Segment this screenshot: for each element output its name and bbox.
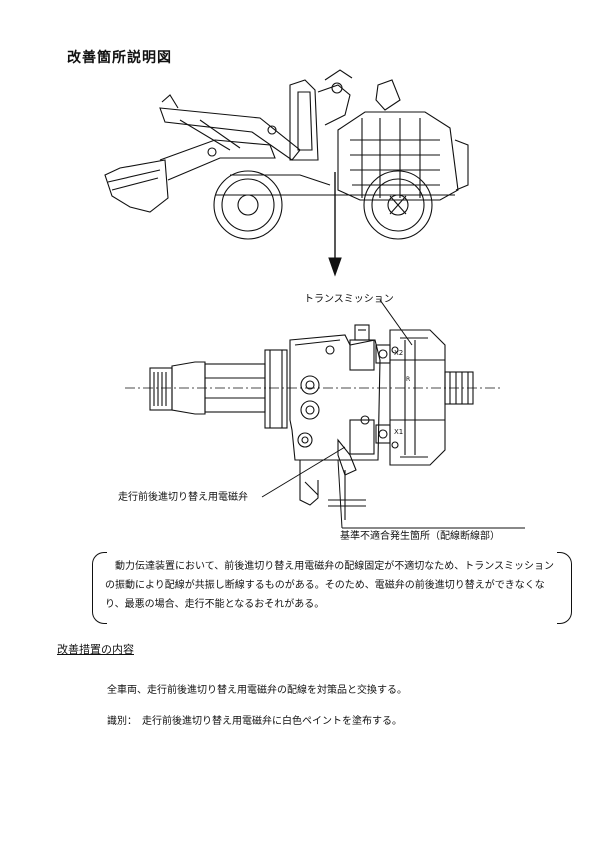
- label-transmission: トランスミッション: [304, 294, 394, 305]
- note-bracket-right: [557, 552, 572, 624]
- label-x2: X2: [394, 349, 404, 357]
- label-defect-location: 基準不適合発生箇所（配線断線部）: [340, 531, 500, 542]
- transmission-illustration: [125, 299, 525, 529]
- wheel-loader-illustration: [104, 69, 469, 277]
- label-x1: X1: [394, 428, 404, 436]
- loader-and-transmission-diagram: [104, 69, 525, 529]
- label-r: R: [406, 376, 411, 383]
- defect-description: 動力伝達装置において、前後進切り替え用電磁弁の配線固定が不適切なため、トランスミ…: [105, 561, 554, 610]
- measure-replacement: 全車両、走行前後進切り替え用電磁弁の配線を対策品と交換する。: [107, 685, 407, 696]
- label-solenoid: 走行前後進切り替え用電磁弁: [118, 492, 248, 503]
- measure-identification: 識別： 走行前後進切り替え用電磁弁に白色ペイントを塗布する。: [107, 716, 402, 727]
- section-title-measures: 改善措置の内容: [57, 643, 134, 656]
- page-title: 改善箇所説明図: [67, 50, 172, 66]
